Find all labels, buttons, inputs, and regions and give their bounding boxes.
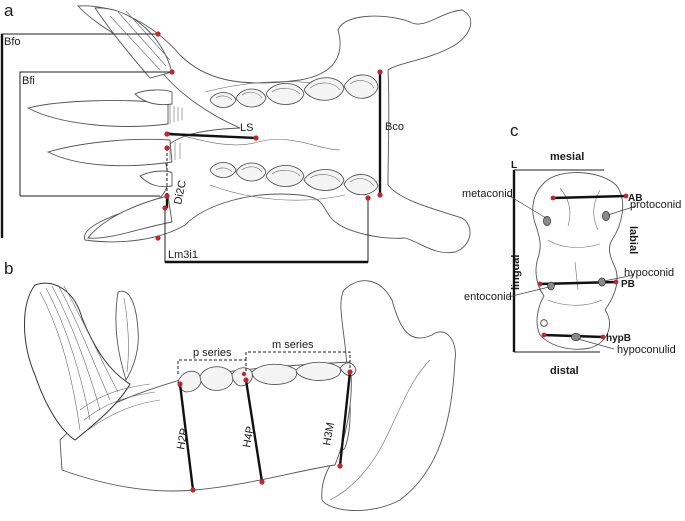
- label-di2c: Di2C: [172, 179, 189, 205]
- label-hypoconulid: hypoconulid: [617, 344, 676, 356]
- incisor-mid-lines: [169, 142, 181, 160]
- landmark-b2: [190, 487, 196, 493]
- h4p-measure-line: [244, 379, 264, 483]
- m-series-bracket: [245, 351, 351, 370]
- label-pb: PB: [621, 279, 635, 290]
- label-ab: AB: [628, 193, 642, 204]
- metaconid-leader: [507, 194, 547, 219]
- lower-tooth-row: [209, 162, 379, 196]
- landmark-a1: [155, 31, 161, 37]
- label-protoconid: protoconid: [630, 199, 681, 211]
- label-m-series: m series: [272, 339, 314, 351]
- hypoconid-leader: [603, 274, 635, 282]
- landmark-a6: [377, 192, 383, 198]
- landmark-b7: [241, 371, 247, 377]
- panel-c: c mesial distal lingual labial L AB: [462, 121, 681, 377]
- ab-measure-line: [552, 194, 627, 200]
- crown-inner-contours: [547, 187, 603, 306]
- label-h2p: H2P: [175, 427, 191, 450]
- label-lm3i1: Lm3i1: [168, 249, 198, 261]
- label-entoconid: entoconid: [464, 291, 512, 303]
- label-distal: distal: [550, 365, 579, 377]
- label-hypoconid: hypoconid: [624, 267, 674, 279]
- panel-a-letter: a: [4, 1, 14, 20]
- label-metaconid: metaconid: [462, 188, 513, 200]
- incisor-base-lines: [79, 383, 161, 431]
- landmark-b1: [177, 381, 183, 387]
- molar-crown-outline: [532, 172, 624, 350]
- ramus-inner-contour: [329, 359, 431, 501]
- label-bfi: Bfi: [22, 75, 35, 87]
- h3m-measure-line: [338, 371, 352, 467]
- bfi-bracket: [19, 71, 172, 196]
- landmark-c2: [623, 193, 629, 199]
- label-bco: Bco: [385, 121, 404, 133]
- landmark-a11: [365, 195, 371, 201]
- incisor-upper-finger: [26, 100, 169, 127]
- panel-b-letter: b: [4, 259, 13, 278]
- landmark-a3: [164, 131, 170, 137]
- panel-a: a: [0, 1, 472, 264]
- incisor-mid-finger: [46, 138, 173, 167]
- minor-cusp: [540, 319, 548, 327]
- landmark-a7: [164, 145, 170, 151]
- hypoconulid-leader: [577, 338, 615, 350]
- label-h3m: H3M: [321, 422, 337, 447]
- incisor-fan: [24, 282, 131, 441]
- incisor-fan-striae: [39, 284, 119, 431]
- landmark-c6: [600, 334, 606, 340]
- upper-incisor-striae: [109, 10, 171, 71]
- landmark-a10: [155, 235, 161, 241]
- hypoconid-cusp: [598, 277, 606, 287]
- landmark-a4: [253, 135, 259, 141]
- entoconid-cusp: [547, 281, 555, 291]
- protoconid-cusp: [602, 211, 610, 221]
- metaconid-cusp: [543, 216, 551, 226]
- entoconid-leader: [507, 286, 550, 298]
- protoconid-leader: [607, 205, 637, 216]
- label-mesial: mesial: [550, 151, 584, 163]
- label-h4p: H4P: [241, 425, 257, 448]
- landmark-b4: [259, 479, 265, 485]
- incisor-short-upper: [134, 89, 173, 106]
- symphysis-contour: [167, 131, 341, 151]
- landmark-c4: [613, 279, 619, 285]
- label-labial: labial: [627, 226, 639, 254]
- label-hypb: hypB: [606, 333, 631, 344]
- incisor-spike: [115, 290, 139, 382]
- panel-c-letter: c: [510, 121, 519, 140]
- mandible-body: [59, 361, 352, 492]
- landmark-a5: [377, 69, 383, 75]
- landmark-a2: [169, 69, 175, 75]
- label-ls: LS: [240, 122, 253, 134]
- label-l: L: [511, 160, 517, 171]
- lower-incisor: [87, 195, 173, 239]
- upper-tooth-row: [209, 74, 379, 108]
- landmark-b6: [337, 463, 343, 469]
- p-series-bracket: [177, 359, 247, 374]
- landmark-c3: [537, 281, 543, 287]
- landmark-a9: [162, 205, 168, 211]
- incisor-base-lines: [169, 105, 183, 124]
- label-bfo: Bfo: [4, 36, 21, 48]
- incisor-spike-line: [123, 297, 129, 373]
- lower-ramus-contour: [209, 184, 346, 201]
- landmark-c5: [541, 332, 547, 338]
- landmark-c1: [550, 195, 556, 201]
- incisor-short-lower: [139, 170, 173, 188]
- h2p-measure-line: [178, 383, 195, 491]
- landmark-a8: [164, 193, 170, 199]
- landmark-b5: [347, 369, 353, 375]
- landmark-b3: [243, 377, 249, 383]
- panel-b: b p series m series: [4, 259, 456, 511]
- label-p-series: p series: [193, 347, 232, 359]
- label-lingual: lingual: [510, 255, 522, 290]
- ls-measure-line: [166, 132, 257, 140]
